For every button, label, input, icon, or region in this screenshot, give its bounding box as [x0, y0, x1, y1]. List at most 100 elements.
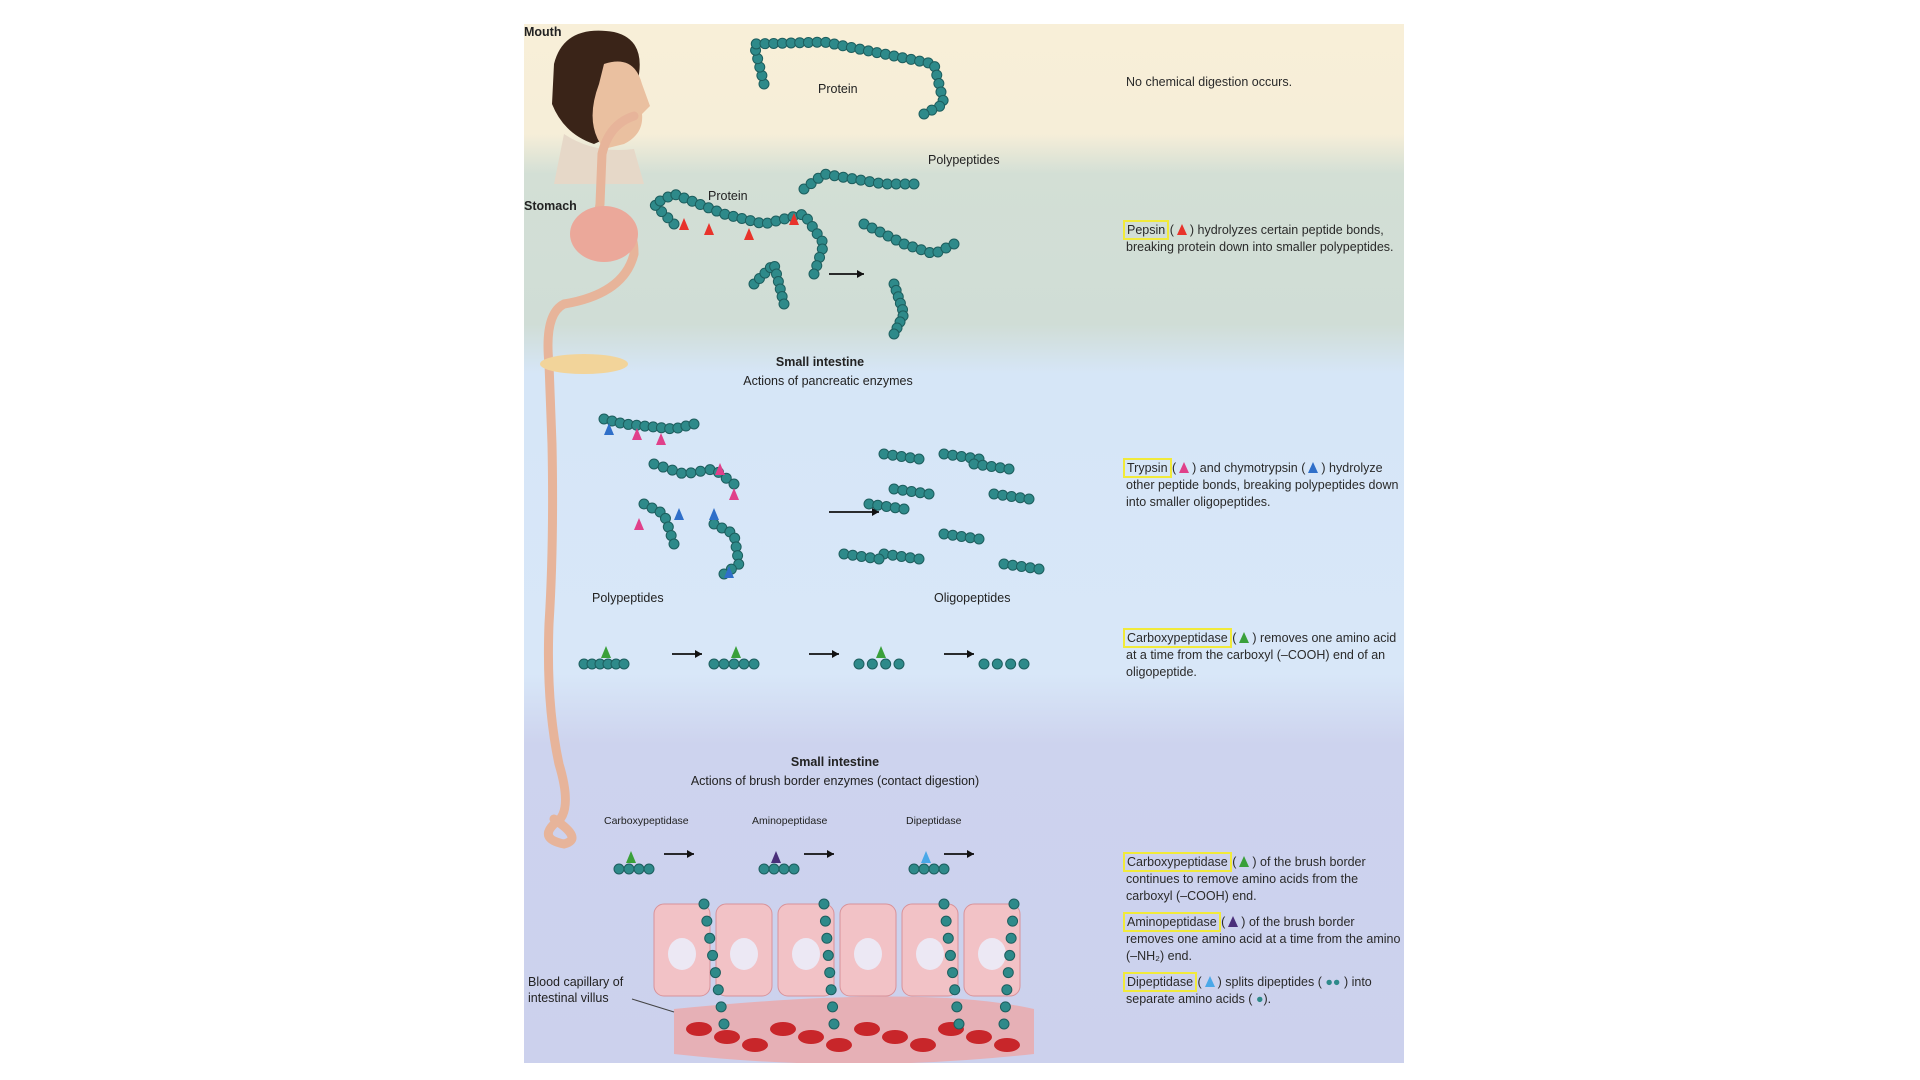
pepsin-text: hydrolyzes certain peptide bonds, breaki… — [1126, 223, 1394, 254]
amino-acid-bead — [1018, 658, 1030, 670]
red-blood-cell — [770, 1022, 796, 1036]
amino-acid-bead — [908, 863, 920, 875]
amino-acid-bead — [715, 1001, 727, 1013]
amino-acid-bead — [1033, 563, 1045, 575]
amino-acid-bead — [718, 658, 730, 670]
amino-acid-bead — [998, 1018, 1010, 1030]
amino-acid-bead — [893, 658, 905, 670]
dipeptidase-text-1: splits dipeptides ( — [1225, 975, 1322, 989]
trypsin-text: hydrolyze other peptide bonds, breaking … — [1126, 461, 1399, 509]
amino-acid-bead — [685, 467, 697, 479]
amino-acid-bead — [778, 298, 790, 310]
woman-head-illustration — [552, 30, 650, 184]
amino-acid-bead — [913, 553, 925, 565]
peptide-chain — [938, 448, 985, 465]
pepsin-description: Pepsin () hydrolyzes certain peptide bon… — [1122, 220, 1394, 254]
peptide-chain — [978, 658, 1030, 670]
amino-acid-bead — [819, 915, 831, 927]
peptide-chain — [878, 548, 925, 565]
peptide-chain — [938, 528, 985, 545]
amino-acid-bead — [712, 984, 724, 996]
amino-acid-bead — [698, 898, 710, 910]
brush-border-descriptions: Carboxypeptidase () of the brush border … — [1122, 852, 1402, 1008]
amino-acid-bead — [728, 478, 740, 490]
enzyme-cleavage-marker — [715, 463, 725, 475]
pancreas-organ — [540, 354, 628, 374]
peptide-chain — [708, 658, 760, 670]
amino-acid-bead — [643, 863, 655, 875]
amino-acid-bead — [1005, 932, 1017, 944]
amino-acid-icon: ● — [1255, 992, 1264, 1006]
mouth-protein-label: Protein — [818, 82, 858, 96]
enzyme-cleavage-marker — [921, 851, 931, 863]
brush-border-title: Small intestine — [790, 755, 880, 769]
reaction-arrows — [664, 270, 974, 858]
peptide-chain — [613, 863, 655, 875]
peptide-chain — [649, 189, 828, 280]
arrow-head — [967, 850, 974, 858]
red-blood-cell — [994, 1038, 1020, 1052]
enzyme-cleavage-marker — [876, 646, 886, 658]
peptide-chain — [878, 448, 925, 465]
brush-carboxypeptidase-text: of the brush border continues to remove … — [1126, 855, 1366, 903]
amino-acid-bead — [1003, 463, 1015, 475]
cell-nucleus — [854, 938, 882, 970]
enzyme-cleavage-marker — [724, 566, 734, 578]
dipeptidase-description: Dipeptidase () splits dipeptides ( ●● ) … — [1122, 972, 1372, 1006]
amino-acid-bead — [666, 464, 678, 476]
amino-acid-bead — [824, 967, 836, 979]
red-blood-cell — [966, 1030, 992, 1044]
amino-acid-bead — [821, 932, 833, 944]
amino-acid-bead — [827, 1001, 839, 1013]
mouth-description: No chemical digestion occurs. — [1126, 75, 1293, 89]
amino-acid-bead — [748, 658, 760, 670]
amino-acid-bead — [728, 658, 740, 670]
peptide-chain — [598, 413, 700, 435]
red-blood-cell — [882, 1030, 908, 1044]
protein-digestion-diagram: Mouth Stomach Protein No chemical digest… — [524, 24, 1404, 1063]
carboxypeptidase-highlight: Carboxypeptidase — [1123, 628, 1232, 648]
amino-acid-bead — [704, 932, 716, 944]
enzyme-cleavage-marker — [789, 213, 799, 225]
aminopeptidase-highlight: Aminopeptidase — [1123, 912, 1221, 932]
intestinal-epithelium — [653, 903, 1021, 997]
amino-acid-bead — [718, 1018, 730, 1030]
amino-acid-bead — [866, 658, 878, 670]
pancreatic-title: Small intestine — [775, 355, 865, 369]
amino-acid-bead — [818, 898, 830, 910]
blood-capillary — [674, 996, 1034, 1063]
arrow-head — [967, 650, 974, 658]
dipeptidase-text-2: ) into separate amino acids ( — [1126, 975, 1372, 1006]
amino-acid-bead — [973, 533, 985, 545]
peptide-chain — [998, 558, 1045, 575]
amino-acid-bead — [908, 178, 920, 190]
polypeptides-label: Polypeptides — [592, 591, 664, 605]
peptide-chain — [853, 658, 905, 670]
enzyme-cleavage-marker — [656, 433, 666, 445]
amino-acid-bead — [947, 967, 959, 979]
enzyme-cleavage-marker — [731, 646, 741, 658]
enzyme-cleavage-marker — [679, 218, 689, 230]
amino-acid-bead — [707, 949, 719, 961]
peptide-chain — [758, 863, 800, 875]
amino-acid-bead — [940, 915, 952, 927]
peptide-chain — [798, 168, 920, 195]
peptide-chain — [968, 458, 1015, 475]
amino-acid-bead — [938, 898, 950, 910]
red-blood-cell — [714, 1030, 740, 1044]
amino-acid-bead — [657, 461, 669, 473]
peptide-chain — [858, 218, 960, 259]
peptide-chain — [988, 488, 1035, 505]
arrow-head — [832, 650, 839, 658]
amino-acid-bead — [1008, 898, 1020, 910]
red-blood-cells — [686, 1022, 1020, 1052]
trypsin-triangle-icon — [1179, 462, 1190, 473]
amino-acid-bead — [695, 465, 707, 477]
peptide-chain — [638, 498, 680, 550]
carboxypeptidase-triangle-icon — [1239, 856, 1250, 867]
amino-acid-bead — [948, 238, 960, 250]
amino-acid-bead — [701, 915, 713, 927]
amino-acid-bead — [668, 538, 680, 550]
amino-acid-bead — [1004, 949, 1016, 961]
peptide-chain — [818, 898, 840, 1030]
